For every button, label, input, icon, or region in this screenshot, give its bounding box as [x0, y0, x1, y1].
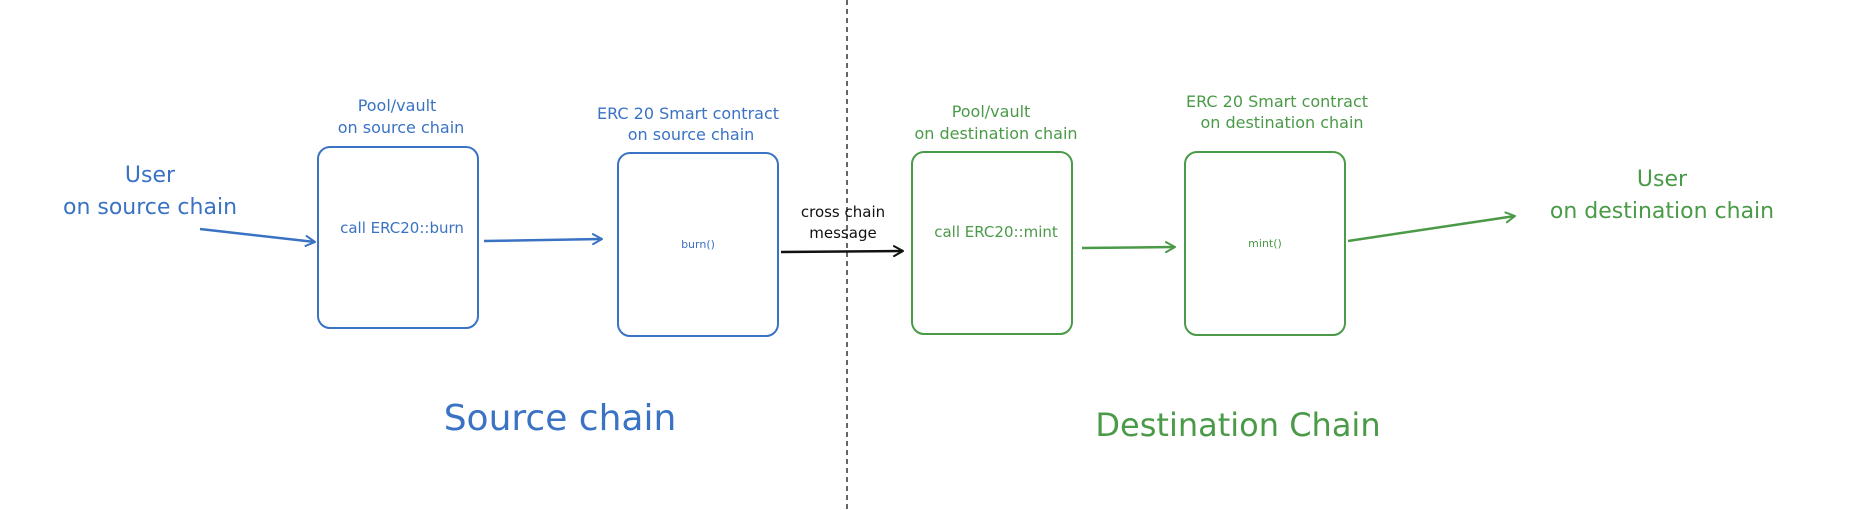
source-pool-caption-line1: Pool/vault: [358, 96, 437, 115]
source-contract-text: burn(): [681, 238, 715, 251]
source-section-title: Source chain: [444, 398, 677, 439]
destination-pool-node: Pool/vault on destination chain call ERC…: [911, 102, 1078, 335]
message-arrow: [780, 245, 904, 258]
destination-pool-caption-line1: Pool/vault: [952, 102, 1031, 121]
destination-pool-text: call ERC20::mint: [934, 223, 1058, 241]
destination-pool-caption-line2: on destination chain: [914, 124, 1077, 143]
destination-contract-caption-line2: on destination chain: [1200, 113, 1363, 132]
message-label-line2: message: [809, 224, 876, 242]
source-pool-box: [317, 146, 479, 329]
source-user-label-line1: User: [125, 163, 176, 188]
arrow-contract-to-destination-user: [1347, 211, 1516, 243]
destination-contract-caption-line1: ERC 20 Smart contract: [1186, 92, 1368, 111]
source-user-label-line2: on source chain: [63, 195, 237, 220]
destination-user-node: User on destination chain: [1550, 167, 1774, 224]
arrow-user-to-source-pool: [199, 227, 316, 247]
source-pool-caption-line2: on source chain: [338, 118, 465, 137]
source-pool-node: Pool/vault on source chain call ERC20::b…: [317, 96, 479, 329]
source-user-node: User on source chain: [63, 163, 237, 220]
destination-contract-box: [1184, 151, 1346, 336]
source-contract-caption-line1: ERC 20 Smart contract: [597, 104, 779, 123]
destination-user-label-line2: on destination chain: [1550, 199, 1774, 224]
destination-section-title: Destination Chain: [1095, 406, 1380, 444]
message-label-line1: cross chain: [801, 203, 885, 221]
source-pool-text: call ERC20::burn: [340, 219, 464, 237]
cross-chain-message: cross chain message: [780, 203, 904, 258]
destination-contract-text: mint(): [1248, 237, 1282, 250]
source-contract-caption-line2: on source chain: [628, 125, 755, 144]
arrow-source-pool-to-contract: [483, 233, 603, 246]
source-contract-node: ERC 20 Smart contract on source chain bu…: [597, 104, 779, 337]
destination-contract-node: ERC 20 Smart contract on destination cha…: [1184, 92, 1368, 336]
arrow-destination-pool-to-contract: [1081, 241, 1176, 254]
source-contract-box: [617, 152, 779, 337]
destination-pool-box: [911, 151, 1073, 335]
destination-user-label-line1: User: [1637, 167, 1688, 192]
